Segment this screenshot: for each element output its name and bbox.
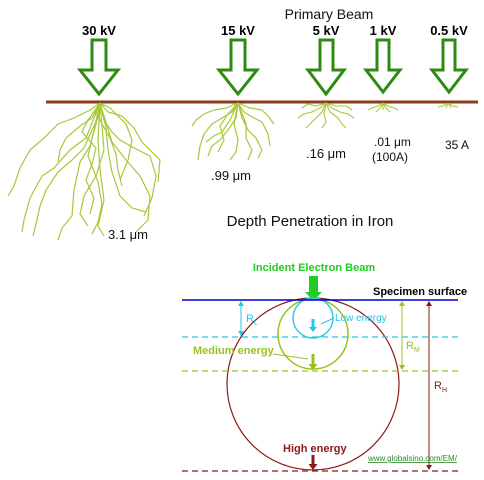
beam-arrow-5kv [305,38,347,97]
trajectories-1kv [367,102,399,113]
beam-arrow-1kv [362,38,404,95]
rm-dimension [399,301,405,370]
trajectories-0-5kv [437,102,459,109]
beam-arrow-30kv [76,38,122,97]
low-energy-label: Low energy [335,313,387,324]
beam-label-5kv: 5 kV [313,23,340,38]
rl-dimension [238,301,244,336]
low-energy-arrow [309,319,317,332]
high-energy-label: High energy [283,443,347,455]
caption: Depth Penetration in Iron [227,213,394,230]
beam-label-15kv: 15 kV [221,23,255,38]
high-energy-arrow [308,455,318,470]
depth-label-30kv: 3.1 μm [108,227,148,242]
beam-label-30kv: 30 kV [82,23,116,38]
rh-label: RH [434,380,447,394]
medium-energy-leader [272,353,309,360]
depth-label-5kv: .16 μm [306,146,346,161]
beam-label-1kv: 1 kV [370,23,397,38]
trajectories-5kv [297,102,355,129]
medium-energy-arrow [308,354,318,370]
depth-label-0-5kv: 35 A [445,138,469,152]
low-energy-leader [320,317,335,325]
primary-beam-header: Primary Beam [285,6,374,22]
specimen-surface-label: Specimen surface [373,286,467,298]
trajectories-15kv [191,102,275,161]
rl-label: RL [246,313,258,327]
depth-label-15kv: .99 μm [211,168,251,183]
incident-beam-label: Incident Electron Beam [253,262,375,274]
beam-label-0-5kv: 0.5 kV [430,23,468,38]
incident-beam-arrow [305,276,322,301]
trajectories-30kv [7,102,161,241]
depth-label-1kv: .01 μm [374,135,411,149]
rh-dimension [426,301,432,470]
medium-energy-label: Medium energy [193,345,275,357]
beam-arrow-15kv [215,38,261,97]
rm-label: RM [406,340,420,354]
source-url: www.globalsino.com/EM/ [367,454,458,463]
depth-label-1kv-angstrom: (100A) [372,150,408,164]
beam-arrow-0-5kv [428,38,470,95]
